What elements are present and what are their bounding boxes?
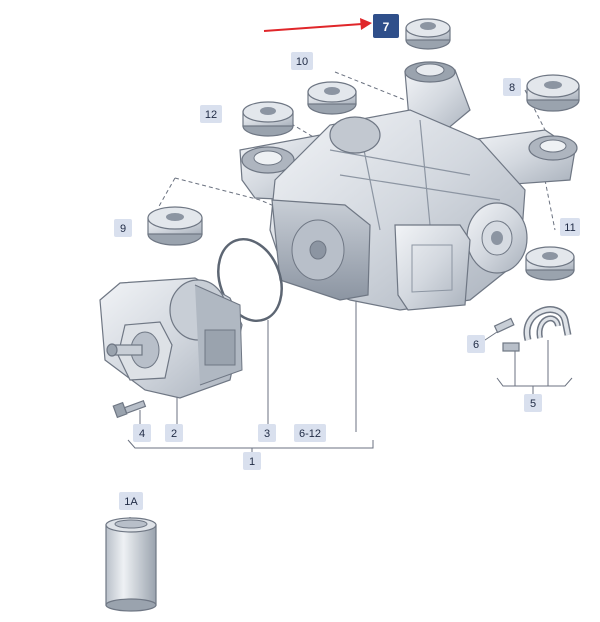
callout-1-text: 1 [249, 456, 255, 468]
callout-11-text: 11 [564, 222, 575, 234]
callout-12[interactable]: 12 [200, 105, 222, 123]
mount-8 [526, 74, 580, 112]
callout-8[interactable]: 8 [503, 78, 521, 96]
callout-9-text: 9 [120, 223, 126, 235]
callout-7[interactable]: 7 [373, 14, 399, 38]
callout-11[interactable]: 11 [560, 218, 580, 236]
callout-5-text: 5 [530, 398, 536, 410]
mount-7 [405, 18, 451, 50]
callout-3-text: 3 [264, 428, 270, 440]
callout-12-text: 12 [205, 109, 217, 121]
bolt [112, 399, 147, 419]
coupling-unit [99, 277, 243, 399]
callout-6-12[interactable]: 6-12 [294, 424, 326, 442]
callout-9[interactable]: 9 [114, 219, 132, 237]
mount-9 [147, 206, 203, 246]
callout-1[interactable]: 1 [243, 452, 261, 470]
callout-6-text: 6 [473, 339, 479, 351]
callout-7-text: 7 [383, 20, 390, 34]
breather-hose [493, 306, 572, 352]
o-ring [217, 237, 283, 323]
callout-10-text: 10 [296, 56, 308, 68]
filter-cartridge [105, 517, 157, 612]
callout-3[interactable]: 3 [258, 424, 276, 442]
mount-12 [242, 101, 294, 137]
callout-1a-text: 1A [124, 496, 138, 508]
callout-2-text: 2 [171, 428, 177, 440]
callout-4-text: 4 [139, 428, 145, 440]
callout-4[interactable]: 4 [133, 424, 151, 442]
differential-housing [239, 61, 578, 311]
callout-10[interactable]: 10 [291, 52, 313, 70]
mount-11 [525, 246, 575, 281]
callout-2[interactable]: 2 [165, 424, 183, 442]
callout-6[interactable]: 6 [467, 335, 485, 353]
callout-8-text: 8 [509, 82, 515, 94]
callout-6-12-text: 6-12 [299, 428, 321, 440]
highlight-arrow [263, 18, 372, 32]
callout-1a[interactable]: 1A [119, 492, 143, 510]
leader-lines [127, 71, 573, 522]
callout-5[interactable]: 5 [524, 394, 542, 412]
mount-10 [307, 81, 357, 115]
